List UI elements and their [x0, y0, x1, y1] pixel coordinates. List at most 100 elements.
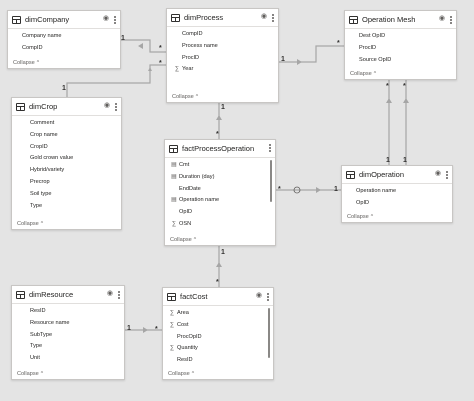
more-options-icon[interactable] [267, 292, 269, 301]
table-header[interactable]: dimOperation ◉ [342, 166, 452, 184]
collapse-button[interactable]: Collapse^ [350, 71, 377, 77]
table-icon [16, 290, 25, 299]
field-item[interactable]: ∑Area [167, 308, 273, 320]
table-header[interactable]: dimCrop ◉ [12, 98, 121, 116]
field-item[interactable]: Operation name [356, 188, 397, 194]
field-list: Company name CompID [8, 29, 120, 55]
field-item[interactable]: CompID [22, 44, 43, 51]
field-list: ResID Resource name SubType Type Unit [12, 304, 124, 365]
chevron-up-icon: ^ [195, 94, 199, 100]
table-card-operation-mesh[interactable]: Operation Mesh ◉ Dest OpID ProcID Source… [344, 10, 457, 80]
chevron-up-icon: ^ [36, 60, 40, 66]
field-item[interactable]: OpID [356, 199, 370, 206]
table-card-factprocessoperation[interactable]: factProcessOperation ▤Cmt ▤Duration (day… [164, 139, 276, 246]
eye-icon[interactable]: ◉ [434, 170, 441, 177]
field-item[interactable]: Resource name [30, 319, 70, 326]
collapse-button[interactable]: Collapse^ [347, 214, 374, 220]
field-item[interactable]: Company name [22, 33, 62, 39]
cardinality-many: * [337, 40, 340, 47]
field-item[interactable]: Process name [182, 42, 218, 49]
field-item[interactable]: ▤Operation name [169, 195, 275, 207]
eye-icon[interactable]: ◉ [438, 15, 445, 22]
more-options-icon[interactable] [115, 102, 117, 111]
collapse-button[interactable]: Collapse^ [13, 60, 40, 66]
calendar-icon: ▤ [171, 173, 177, 180]
scrollbar[interactable] [268, 308, 270, 358]
field-item[interactable]: Hybrid/variety [30, 167, 65, 174]
eye-icon[interactable]: ◉ [260, 13, 267, 20]
table-title: factProcessOperation [182, 144, 255, 153]
table-title: dimOperation [359, 170, 405, 179]
field-item[interactable]: Source OpID [359, 56, 392, 63]
field-item[interactable]: Type [30, 202, 43, 209]
field-item[interactable]: ∑Cost [167, 320, 273, 332]
field-item[interactable]: Crop name [30, 131, 58, 138]
collapse-button[interactable]: Collapse^ [17, 221, 44, 227]
table-header[interactable]: factCost ◉ [163, 288, 273, 306]
field-item[interactable]: ResID [30, 308, 46, 314]
more-options-icon[interactable] [118, 290, 120, 299]
field-item[interactable]: ProcOpID [177, 333, 202, 340]
field-list: Dest OpID ProcID Source OpID [345, 29, 456, 66]
table-header[interactable]: dimProcess ◉ [167, 9, 278, 27]
field-item[interactable]: ▤Duration (day) [169, 172, 275, 184]
field-item[interactable]: Comment [30, 120, 55, 126]
field-item[interactable]: ▤Cmt [169, 160, 275, 172]
table-card-dimcompany[interactable]: dimCompany ◉ Company name CompID Collaps… [7, 10, 121, 69]
field-item[interactable]: CropID [30, 143, 48, 150]
filter-direction-arrow [216, 262, 222, 267]
field-item[interactable]: ∑Quantity [167, 343, 273, 355]
eye-icon[interactable]: ◉ [106, 290, 113, 297]
table-title: dimCompany [25, 15, 70, 24]
field-item[interactable]: SubType [30, 331, 53, 338]
chevron-up-icon: ^ [191, 371, 195, 377]
table-header[interactable]: Operation Mesh ◉ [345, 11, 456, 29]
cardinality-many: * [155, 326, 158, 333]
field-item[interactable]: ResID [177, 357, 193, 364]
field-item[interactable]: ∑OSN [169, 219, 275, 231]
field-item[interactable]: Gold crown value [30, 155, 74, 162]
eye-icon[interactable]: ◉ [102, 15, 109, 22]
filter-direction-arrow [216, 115, 222, 120]
more-options-icon[interactable] [269, 143, 271, 152]
table-header[interactable]: dimCompany ◉ [8, 11, 120, 29]
collapse-button[interactable]: Collapse^ [17, 371, 44, 377]
chevron-up-icon: ^ [193, 237, 197, 243]
field-item[interactable]: Type [30, 343, 43, 350]
table-title: Operation Mesh [362, 15, 416, 24]
collapse-button[interactable]: Collapse^ [172, 94, 199, 100]
field-item[interactable]: OpID [179, 209, 193, 216]
more-options-icon[interactable] [446, 170, 448, 179]
field-item[interactable]: ∑Year [172, 64, 278, 76]
table-card-dimresource[interactable]: dimResource ◉ ResID Resource name SubTyp… [11, 285, 125, 380]
eye-icon[interactable]: ◉ [103, 102, 110, 109]
field-item[interactable]: Unit [30, 355, 40, 362]
cardinality-one: 1 [386, 157, 390, 164]
cardinality-one: 1 [334, 186, 338, 193]
field-item[interactable]: Dest OpID [359, 33, 386, 39]
table-card-dimprocess[interactable]: dimProcess ◉ CompID Process name ProcID … [166, 8, 279, 103]
table-title: dimProcess [184, 13, 224, 22]
eye-icon[interactable]: ◉ [255, 292, 262, 299]
table-card-dimcrop[interactable]: dimCrop ◉ Comment Crop name CropID Gold … [11, 97, 122, 230]
table-header[interactable]: factProcessOperation [165, 140, 275, 158]
filter-direction-arrow [316, 187, 321, 193]
cardinality-one: 1 [121, 35, 125, 42]
field-item[interactable]: ProcID [182, 54, 200, 61]
table-card-factcost[interactable]: factCost ◉ ∑Area ∑Cost ProcOpID ∑Quantit… [162, 287, 274, 380]
field-item[interactable]: EndDate [179, 185, 201, 192]
collapse-button[interactable]: Collapse^ [170, 237, 197, 243]
table-header[interactable]: dimResource ◉ [12, 286, 124, 304]
chevron-up-icon: ^ [370, 214, 374, 220]
table-card-dimoperation[interactable]: dimOperation ◉ Operation name OpID Colla… [341, 165, 453, 223]
collapse-button[interactable]: Collapse^ [168, 371, 195, 377]
more-options-icon[interactable] [114, 15, 116, 24]
more-options-icon[interactable] [450, 15, 452, 24]
field-item[interactable]: CompID [182, 31, 203, 37]
more-options-icon[interactable] [272, 13, 274, 22]
field-item[interactable]: Soil type [30, 190, 52, 197]
field-item[interactable]: Precrop [30, 178, 50, 185]
scrollbar[interactable] [270, 160, 272, 202]
field-item[interactable]: ProcID [359, 44, 377, 51]
